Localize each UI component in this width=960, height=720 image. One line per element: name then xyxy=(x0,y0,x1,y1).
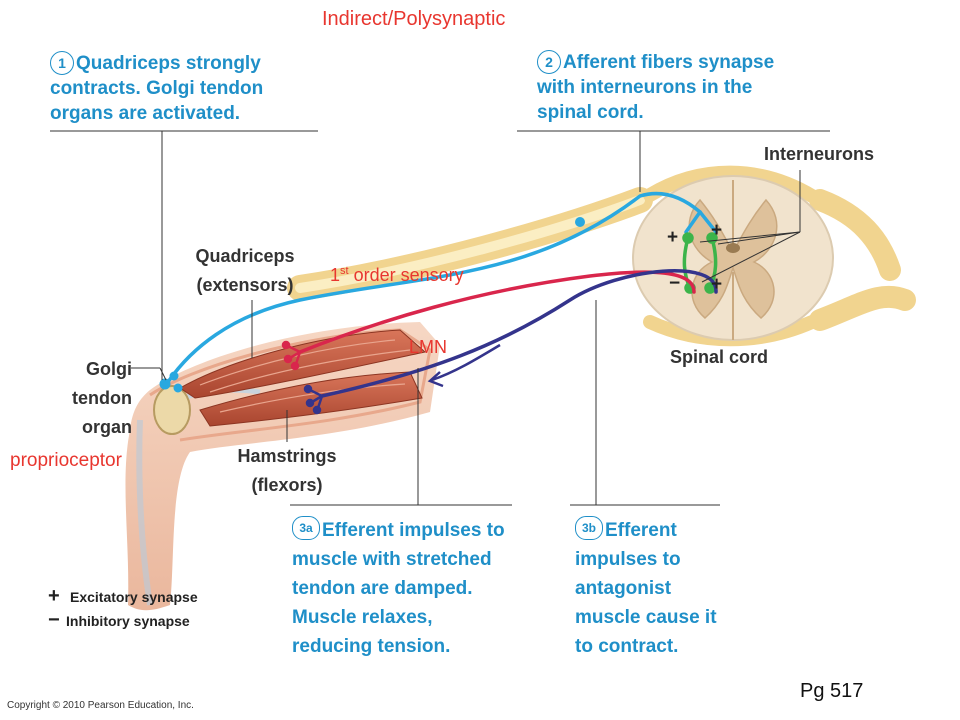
spinal-cord-label: Spinal cord xyxy=(670,347,769,367)
first-order-sensory-annotation: 1st order sensory xyxy=(330,265,464,286)
golgi-tendon-organ-label: Golgi tendon organ xyxy=(50,355,132,442)
legend-plus-symbol: + xyxy=(48,585,60,607)
first-order-superscript: st xyxy=(340,265,349,277)
red-motor-neuron xyxy=(298,270,696,354)
step-1-badge: 1 xyxy=(50,51,74,75)
quadriceps-muscle xyxy=(179,329,427,399)
interneurons xyxy=(682,232,718,294)
excitatory-sign-left: + xyxy=(667,227,679,248)
step-3a-text: Efferent impulses to muscle with stretch… xyxy=(292,520,505,657)
golgi-receptor-endings xyxy=(159,371,183,393)
diagram-title: Indirect/Polysynaptic xyxy=(322,8,506,30)
page-reference: Pg 517 xyxy=(800,680,864,702)
inhibitory-sign: − xyxy=(669,273,681,294)
golgi-label-line-1: Golgi xyxy=(86,359,132,379)
quadriceps-label-line-1: Quadriceps xyxy=(195,246,295,266)
step-3b-text: Efferent impulses to antagonist muscle c… xyxy=(575,520,717,657)
first-order-number: 1 xyxy=(330,265,341,285)
first-order-text: order sensory xyxy=(348,265,464,285)
afferent-cell-body xyxy=(575,217,585,227)
navy-motor-endplates xyxy=(303,384,324,415)
legend-plus-text: Excitatory synapse xyxy=(70,589,198,605)
hamstrings-label-line-2: (flexors) xyxy=(251,475,323,495)
navy-motor-neuron xyxy=(320,269,718,398)
step-2-badge: 2 xyxy=(537,50,561,74)
quadriceps-label: Quadriceps (extensors) xyxy=(180,242,310,300)
interneurons-label: Interneurons xyxy=(764,144,875,164)
excitatory-sign-right: + xyxy=(711,220,723,241)
hamstrings-label: Hamstrings (flexors) xyxy=(222,442,352,500)
proprioceptor-annotation: proprioceptor xyxy=(10,450,122,471)
step-3b-badge: 3b xyxy=(575,516,603,540)
legend-inhibitory: −Inhibitory synapse xyxy=(48,609,198,633)
golgi-label-line-3: organ xyxy=(81,417,132,437)
hamstrings-label-line-1: Hamstrings xyxy=(237,446,337,466)
legend-minus-text: Inhibitory synapse xyxy=(66,613,190,629)
lmn-annotation: LMN xyxy=(409,337,448,357)
legend-excitatory: + Excitatory synapse xyxy=(48,585,198,609)
copyright-notice: Copyright © 2010 Pearson Education, Inc. xyxy=(7,700,194,711)
step-1-text: Quadriceps strongly contracts. Golgi ten… xyxy=(50,53,264,124)
excitatory-sign-lower: + xyxy=(711,274,723,295)
legend-minus-symbol: − xyxy=(48,609,60,631)
golgi-label-line-2: tendon xyxy=(72,388,132,408)
spinal-cord-section xyxy=(632,175,834,341)
legend: + Excitatory synapse −Inhibitory synapse xyxy=(48,585,198,633)
red-motor-endplates xyxy=(281,340,302,371)
afferent-neuron xyxy=(166,191,718,384)
step-3a-badge: 3a xyxy=(292,516,320,540)
impulse-arrow xyxy=(427,343,501,388)
quadriceps-label-line-2: (extensors) xyxy=(196,275,294,295)
leader-lines xyxy=(50,130,830,506)
step-2-text: Afferent fibers synapse with interneuron… xyxy=(537,52,775,123)
